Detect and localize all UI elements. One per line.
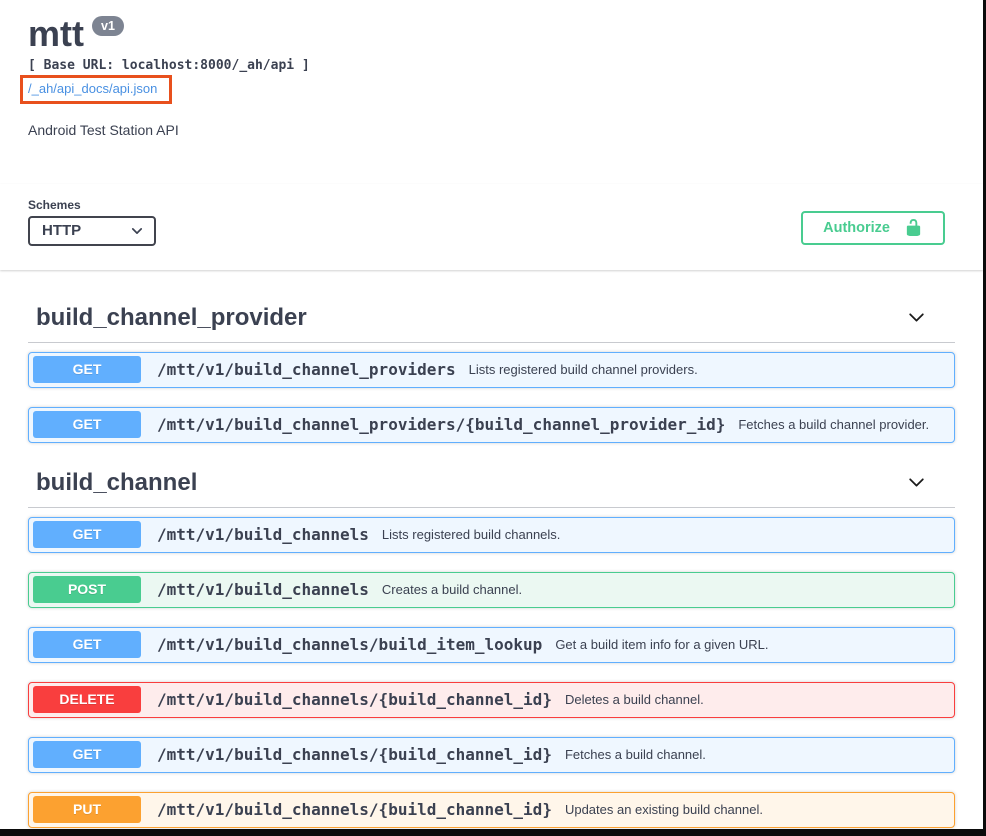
- section-title: build_channel_provider: [36, 303, 307, 331]
- operation-summary: Get a build item info for a given URL.: [555, 637, 769, 653]
- base-url: [ Base URL: localhost:8000/_ah/api ]: [28, 57, 310, 73]
- spec-link[interactable]: /_ah/api_docs/api.json: [28, 80, 158, 96]
- operation-summary: Lists registered build channels.: [381, 527, 561, 543]
- title-row: mtt v1: [28, 14, 955, 54]
- section-header-build_channel_provider[interactable]: build_channel_provider: [28, 304, 955, 343]
- schemes-block: Schemes HTTP: [28, 198, 156, 246]
- operation-summary: Lists registered build channel providers…: [468, 362, 698, 378]
- operation-row[interactable]: PUT /mtt/v1/build_channels/{build_channe…: [28, 791, 955, 828]
- operation-row[interactable]: GET /mtt/v1/build_channels/build_item_lo…: [28, 626, 955, 663]
- operation-path: /mtt/v1/build_channel_providers: [157, 360, 456, 380]
- chevron-down-icon: [909, 478, 924, 487]
- operation-path: /mtt/v1/build_channels: [157, 580, 369, 600]
- operation-summary: Fetches a build channel provider.: [738, 417, 930, 433]
- operation-row[interactable]: GET /mtt/v1/build_channel_providers List…: [28, 351, 955, 388]
- section-title: build_channel: [36, 468, 198, 496]
- method-badge: POST: [33, 576, 141, 604]
- operations-wrapper: build_channel_provider GET /mtt/v1/build…: [0, 270, 983, 828]
- unlock-icon: [906, 219, 921, 237]
- scheme-selected-value: HTTP: [42, 222, 82, 240]
- schemes-label: Schemes: [28, 197, 81, 212]
- chevron-down-icon: [131, 227, 143, 234]
- version-badge: v1: [92, 16, 124, 36]
- method-badge: DELETE: [33, 686, 141, 714]
- operation-path: /mtt/v1/build_channels/{build_channel_id…: [157, 690, 552, 710]
- method-badge: GET: [33, 631, 141, 659]
- operation-summary: Fetches a build channel.: [564, 747, 706, 763]
- operation-row[interactable]: GET /mtt/v1/build_channels/{build_channe…: [28, 736, 955, 773]
- operation-path: /mtt/v1/build_channels/{build_channel_id…: [157, 745, 552, 765]
- api-title: mtt: [28, 13, 84, 54]
- tag-section-build_channel: build_channel GET /mtt/v1/build_channels…: [28, 469, 955, 828]
- scheme-select[interactable]: HTTP: [28, 215, 156, 246]
- api-description: Android Test Station API: [28, 121, 179, 138]
- authorize-label: Authorize: [823, 219, 890, 236]
- method-badge: GET: [33, 411, 141, 439]
- method-badge: PUT: [33, 796, 141, 824]
- chevron-down-icon: [909, 313, 924, 322]
- authorize-button[interactable]: Authorize: [801, 210, 945, 245]
- spec-link-highlight-box: /_ah/api_docs/api.json: [20, 74, 173, 104]
- method-badge: GET: [33, 741, 141, 769]
- operation-summary: Updates an existing build channel.: [564, 802, 763, 818]
- operation-summary: Deletes a build channel.: [564, 692, 704, 708]
- method-badge: GET: [33, 356, 141, 384]
- tag-section-build_channel_provider: build_channel_provider GET /mtt/v1/build…: [28, 304, 955, 443]
- operation-path: /mtt/v1/build_channels: [157, 525, 369, 545]
- method-badge: GET: [33, 521, 141, 549]
- operation-row[interactable]: DELETE /mtt/v1/build_channels/{build_cha…: [28, 681, 955, 718]
- section-header-build_channel[interactable]: build_channel: [28, 469, 955, 508]
- operation-row[interactable]: GET /mtt/v1/build_channel_providers/{bui…: [28, 406, 955, 443]
- api-info: mtt v1 [ Base URL: localhost:8000/_ah/ap…: [0, 0, 983, 138]
- operation-path: /mtt/v1/build_channels/{build_channel_id…: [157, 800, 552, 820]
- operation-path: /mtt/v1/build_channels/build_item_lookup: [157, 635, 543, 655]
- operation-row[interactable]: POST /mtt/v1/build_channels Creates a bu…: [28, 571, 955, 608]
- operation-row[interactable]: GET /mtt/v1/build_channels Lists registe…: [28, 516, 955, 553]
- scheme-container: Schemes HTTP Authorize: [0, 183, 983, 270]
- operation-summary: Creates a build channel.: [381, 582, 523, 598]
- operation-path: /mtt/v1/build_channel_providers/{build_c…: [157, 415, 726, 435]
